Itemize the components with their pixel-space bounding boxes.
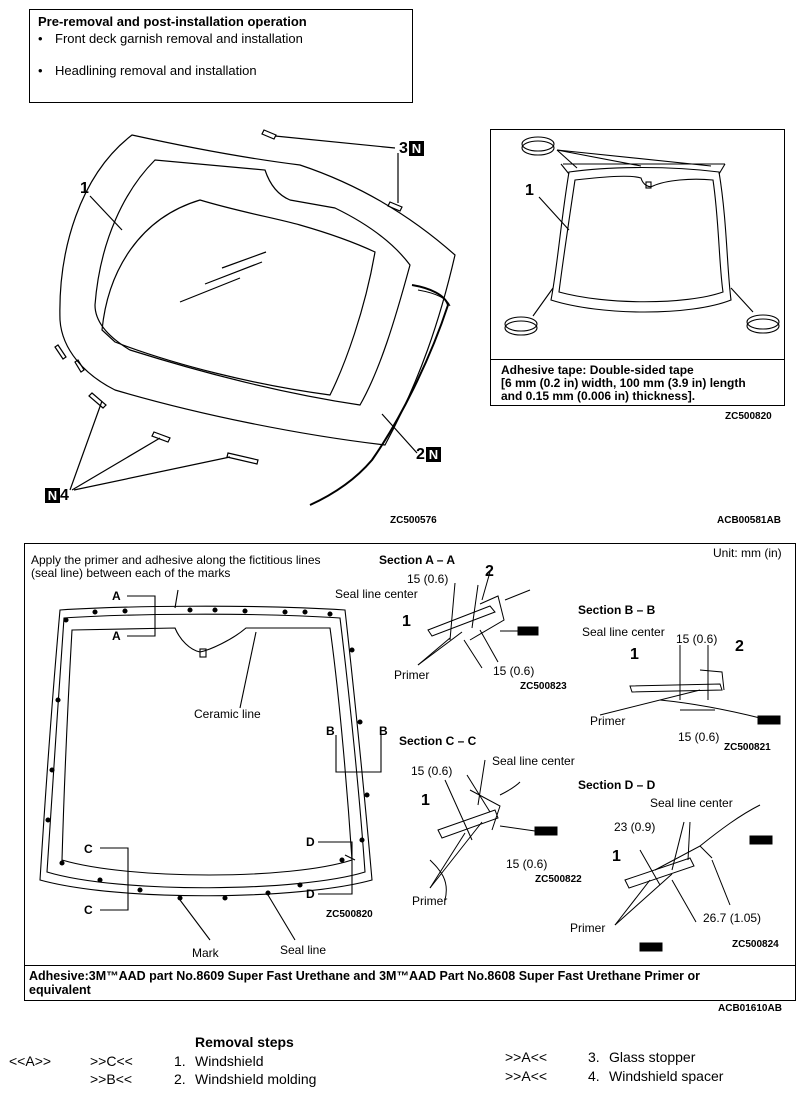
new-part-badge: N <box>408 141 424 157</box>
tape-windshield-drawing <box>504 136 780 336</box>
part-2-number: 2 <box>416 446 425 463</box>
tape-code: ZC500820 <box>725 411 772 422</box>
step-2-label: Windshield molding <box>195 1071 317 1087</box>
step-4-num: 4. <box>588 1068 600 1084</box>
exploded-code: ZC500576 <box>390 515 437 526</box>
marker-a-top: A <box>112 589 121 603</box>
section-bb-code: ZC500821 <box>724 742 771 753</box>
tape-note-line-2: [6 mm (0.2 in) width, 100 mm (3.9 in) le… <box>501 376 746 390</box>
section-cc-seal: Seal line center <box>492 754 575 768</box>
pre-removal-title: Pre-removal and post-installation operat… <box>38 14 307 29</box>
step-3-num: 3. <box>588 1049 600 1065</box>
marker-c-bottom: C <box>84 903 93 917</box>
bullet-icon: • <box>38 63 43 78</box>
marker-c-top: C <box>84 842 93 856</box>
new-part-badge: N <box>45 488 60 504</box>
pre-removal-box: Pre-removal and post-installation operat… <box>29 9 413 103</box>
section-cc-part1: 1 <box>421 792 430 809</box>
part-3-number: 3 <box>399 140 408 157</box>
section-cc-title: Section C – C <box>399 734 477 748</box>
step-1-tag2: >>C<< <box>90 1053 133 1069</box>
section-dd-primer: Primer <box>570 921 606 935</box>
marker-d-top: D <box>306 835 315 849</box>
section-bb-dim1: 15 (0.6) <box>676 632 718 646</box>
removal-title: Removal steps <box>195 1034 294 1050</box>
section-bb-part1: 1 <box>630 646 639 663</box>
section-aa-code: ZC500823 <box>520 681 567 692</box>
step-1-num: 1. <box>174 1053 186 1069</box>
tape-note-line-3: and 0.15 mm (0.006 in) thickness]. <box>501 389 696 403</box>
step-2-num: 2. <box>174 1071 186 1087</box>
section-aa-dim2: 15 (0.6) <box>493 664 535 678</box>
step-4-label: Windshield spacer <box>609 1068 724 1084</box>
adhesive-note: Adhesive:3M™AAD part No.8609 Super Fast … <box>24 965 796 1001</box>
step-3-tag2: >>A<< <box>505 1049 548 1065</box>
section-aa-seal: Seal line center <box>335 587 418 601</box>
marker-b-left: B <box>326 724 335 738</box>
section-bb-title: Section B – B <box>578 603 656 617</box>
section-aa-part2: 2 <box>485 563 494 580</box>
pre-removal-item-2: Headlining removal and installation <box>55 63 257 78</box>
step-4-tag2: >>A<< <box>505 1068 548 1084</box>
step-2-tag2: >>B<< <box>90 1071 133 1087</box>
section-dd-code: ZC500824 <box>732 939 779 950</box>
section-cc-primer: Primer <box>412 894 448 908</box>
adhesive-line-2: equivalent <box>29 983 91 997</box>
unit-label: Unit: mm (in) <box>713 546 782 560</box>
section-bb-part2: 2 <box>735 638 744 655</box>
section-cc-dim2: 15 (0.6) <box>506 857 548 871</box>
section-cc-code: ZC500822 <box>535 874 582 885</box>
marker-a-bottom: A <box>112 629 121 643</box>
adhesive-line-1: Adhesive:3M™AAD part No.8609 Super Fast … <box>29 969 701 983</box>
section-dd-title: Section D – D <box>578 778 656 792</box>
ceramic-line-label: Ceramic line <box>194 707 261 721</box>
section-bb-dim2: 15 (0.6) <box>678 730 720 744</box>
new-part-badge: N <box>425 447 441 463</box>
section-dd-part1: 1 <box>612 848 621 865</box>
tape-box: 1 Adhesive tape: Double-sided tape [6 mm… <box>490 129 785 406</box>
seal-figure-code: ZC500820 <box>326 909 373 920</box>
mark-label: Mark <box>192 946 219 960</box>
section-aa-title: Section A – A <box>379 553 456 567</box>
part-1-label: 1 <box>80 180 89 197</box>
marker-d-bottom: D <box>306 887 315 901</box>
bullet-icon: • <box>38 31 43 46</box>
section-bb-primer: Primer <box>590 714 626 728</box>
part-4-number: 4 <box>60 487 69 504</box>
instruction-line-2: (seal line) between each of the marks <box>31 566 231 580</box>
primer-adhesive-box <box>24 543 796 1001</box>
lower-figure-code: ACB01610AB <box>718 1003 782 1014</box>
section-aa-primer: Primer <box>394 668 430 682</box>
tape-note: Adhesive tape: Double-sided tape [6 mm (… <box>491 359 784 406</box>
section-dd-dim2: 26.7 (1.05) <box>703 911 762 925</box>
section-dd-dim1: 23 (0.9) <box>614 820 656 834</box>
seal-line-label: Seal line <box>280 943 327 957</box>
step-1-tag1: <<A>> <box>9 1053 52 1069</box>
section-bb-seal: Seal line center <box>582 625 665 639</box>
step-3-label: Glass stopper <box>609 1049 696 1065</box>
marker-b-right: B <box>379 724 388 738</box>
tape-part-1-label: 1 <box>525 182 534 199</box>
pre-removal-item-1: Front deck garnish removal and installat… <box>55 31 303 46</box>
top-figure-code: ACB00581AB <box>717 515 781 526</box>
section-cc-dim1: 15 (0.6) <box>411 764 453 778</box>
tape-note-line-1: Adhesive tape: Double-sided tape <box>501 363 694 377</box>
instruction-line-1: Apply the primer and adhesive along the … <box>31 553 321 567</box>
section-aa-dim1: 15 (0.6) <box>407 572 449 586</box>
section-dd-seal: Seal line center <box>650 796 733 810</box>
step-1-label: Windshield <box>195 1053 264 1069</box>
section-aa-part1: 1 <box>402 613 411 630</box>
